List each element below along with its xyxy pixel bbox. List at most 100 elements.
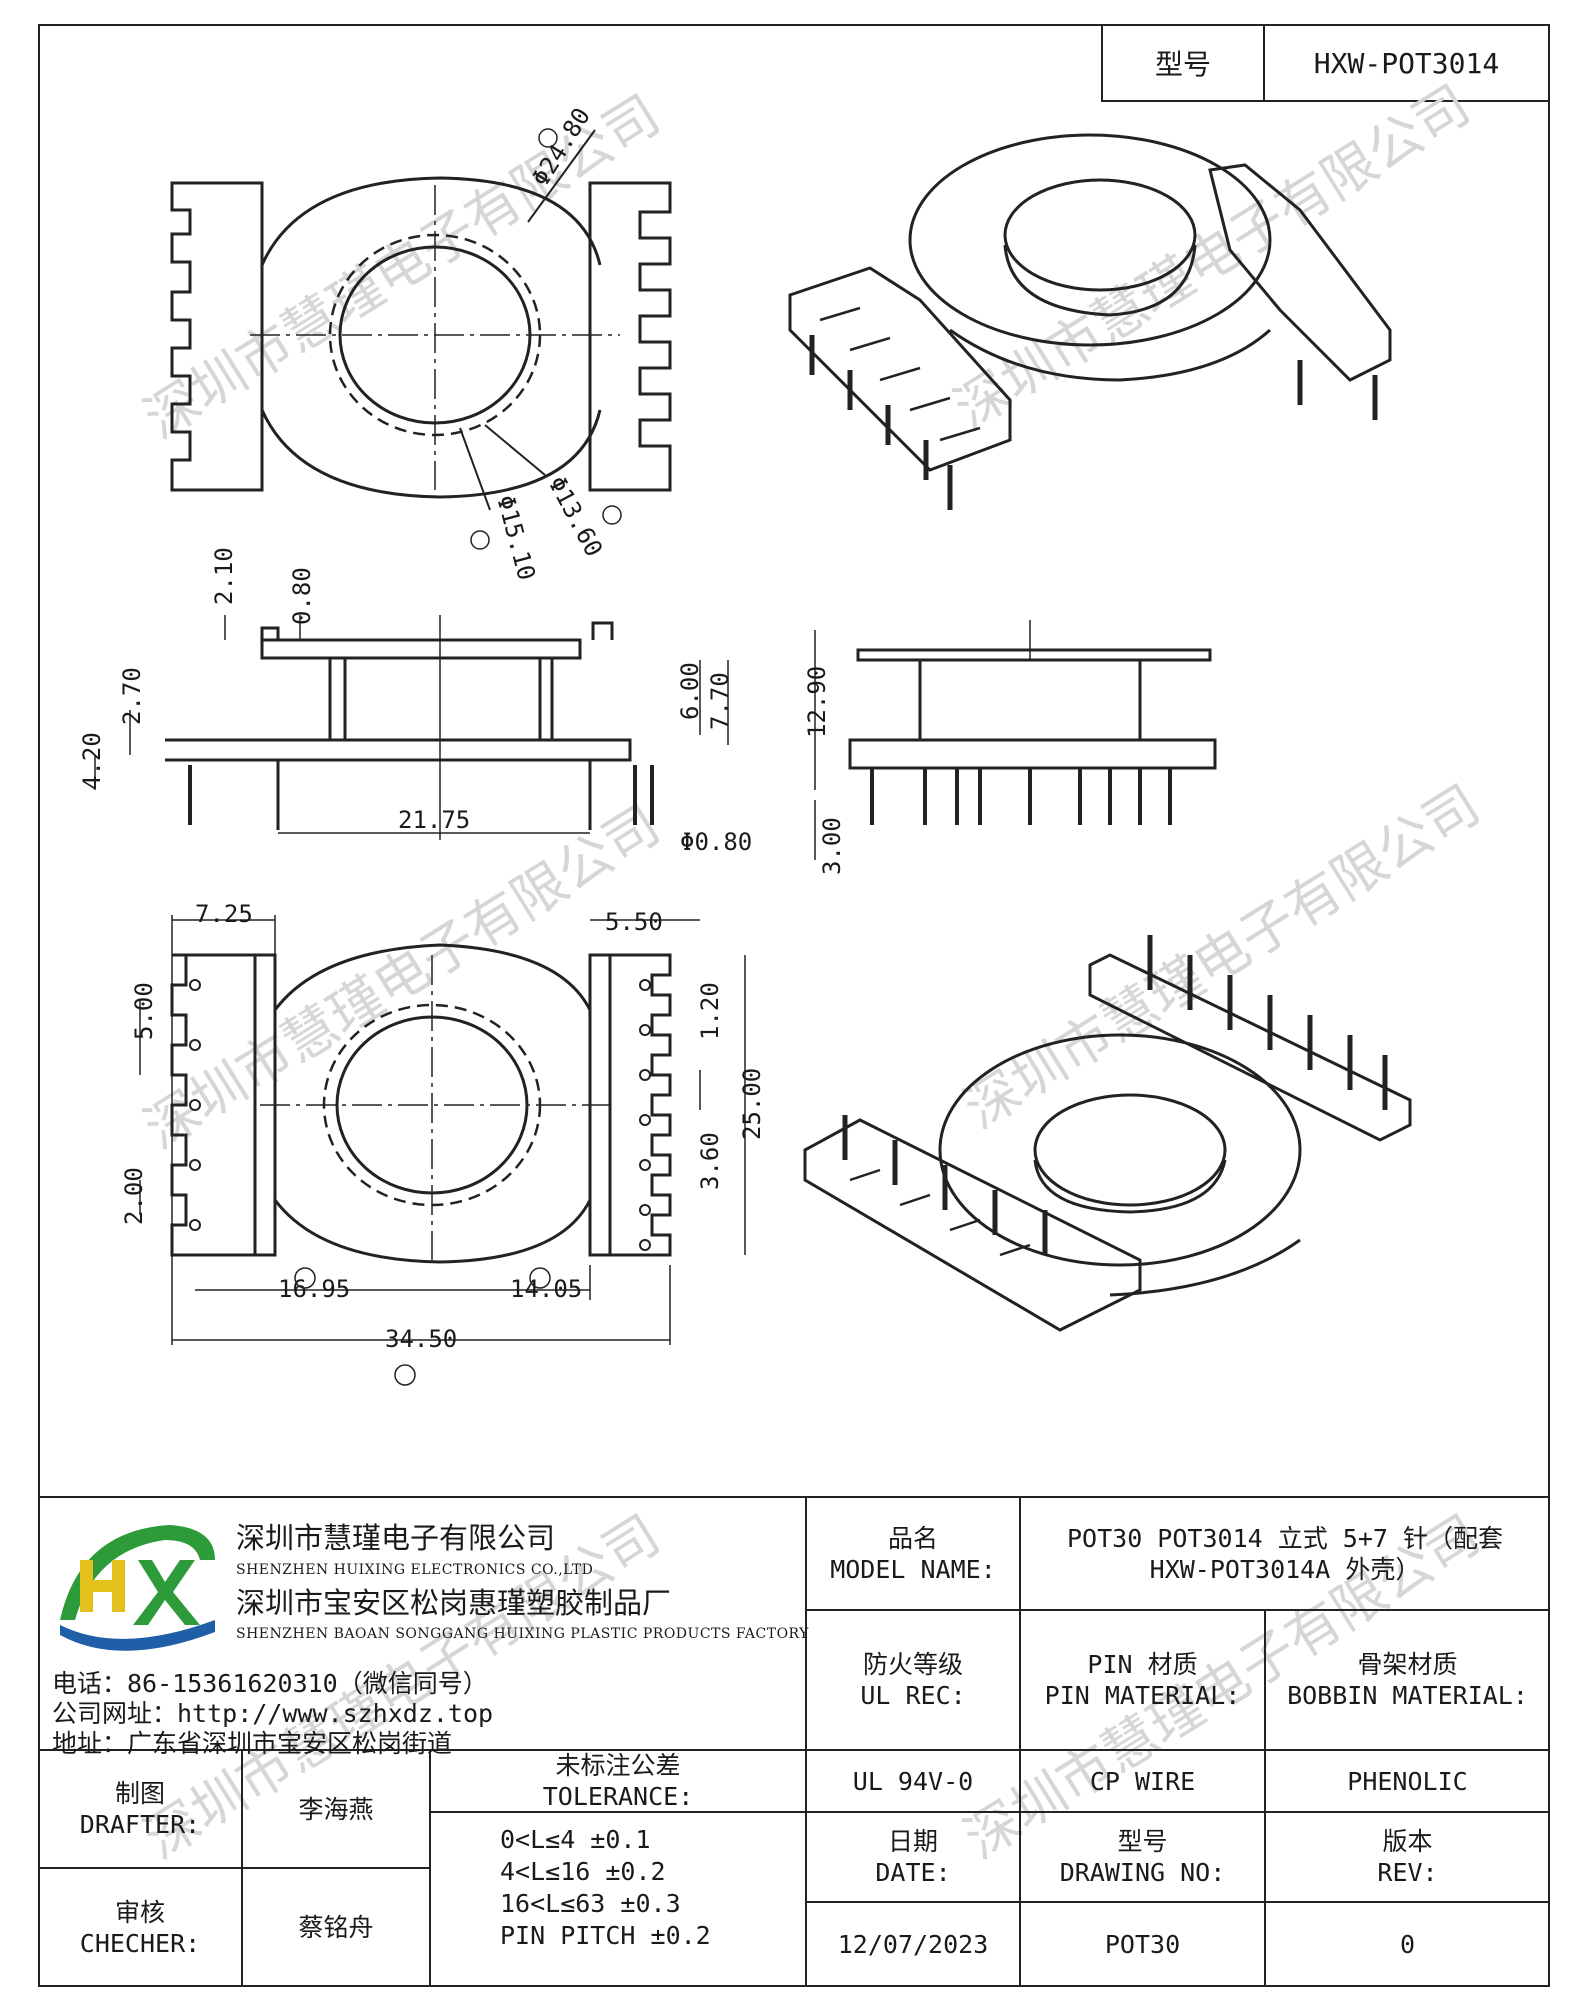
model-label: 型号 xyxy=(1103,26,1265,100)
iso2-lower-flange xyxy=(1109,1238,1301,1297)
bottom-flange xyxy=(273,943,592,1264)
pin-label-en: PIN MATERIAL: xyxy=(1044,1681,1241,1710)
dim-front-b: 3.00 xyxy=(818,817,846,875)
bottom-right-comb xyxy=(588,953,672,1257)
dim-side-c: 2.70 xyxy=(118,667,146,725)
iso-right-pins xyxy=(1297,360,1378,420)
model-name-value: POT30 POT3014 立式 5+7 针（配套 HXW-POT3014A 外… xyxy=(1020,1497,1550,1610)
drawing-sheet-border xyxy=(38,24,1550,1987)
side-pins xyxy=(188,765,654,825)
watermark: 深圳市慧瑾电子有限公司 xyxy=(954,773,1491,1141)
side-tab-right xyxy=(591,621,614,640)
dim-bottom-j: 34.50 xyxy=(385,1325,457,1353)
dim-bottom-a: 7.25 xyxy=(195,900,253,928)
side-view: 2.10 0.80 2.70 4.20 6.00 7.70 21.75 Φ0.8… xyxy=(78,547,752,856)
dim-bottom-b: 5.50 xyxy=(605,908,663,936)
ref-marker xyxy=(470,530,490,550)
drafter-name: 李海燕 xyxy=(298,1794,374,1824)
dim-bottom-i: 14.05 xyxy=(510,1275,582,1303)
iso2-front-slots xyxy=(849,1168,1031,1257)
front-top xyxy=(856,648,1212,662)
ref-marker xyxy=(294,1267,316,1289)
iso2-bore xyxy=(1033,1093,1227,1207)
ul-label-en: UL REC: xyxy=(860,1681,966,1710)
iso2-back-comb xyxy=(1088,953,1412,1142)
drafter-label: 制图 DRAFTER: xyxy=(38,1750,242,1868)
side-base xyxy=(276,758,592,830)
rev-label-en: REV: xyxy=(1377,1858,1438,1887)
date-label-en: DATE: xyxy=(875,1858,951,1887)
bottom-dims xyxy=(139,915,746,1345)
drafter-label-en: DRAFTER: xyxy=(79,1810,201,1839)
checker-label: 审核 CHECHER: xyxy=(38,1868,242,1987)
company-name-cn: 深圳市慧瑾电子有限公司 xyxy=(236,1521,556,1555)
left-comb xyxy=(170,181,264,492)
iso2-back-pins xyxy=(1147,935,1388,1110)
front-dims xyxy=(814,620,1031,860)
date-value: 12/07/2023 xyxy=(837,1930,989,1959)
rev-label: 版本 REV: xyxy=(1265,1812,1550,1902)
model-name-line1: POT30 POT3014 立式 5+7 针（配套 xyxy=(1067,1523,1503,1553)
drawing-no-value: POT30 xyxy=(1104,1930,1181,1959)
bobbin-label-en: BOBBIN MATERIAL: xyxy=(1287,1681,1528,1710)
front-base xyxy=(848,738,1217,770)
bottom-pin-dots xyxy=(189,979,651,1251)
drawing-no-label-en: DRAWING NO: xyxy=(1059,1858,1226,1887)
side-flange-bottom xyxy=(165,738,632,762)
iso2-flange xyxy=(938,1033,1302,1267)
company-name-en: SHENZHEN HUIXING ELECTRONICS CO.,LTD xyxy=(236,1562,594,1578)
iso-left-slots xyxy=(819,306,981,442)
iso2-front-comb xyxy=(803,1118,1142,1332)
ul-value: UL 94V-0 xyxy=(852,1766,974,1796)
ul-label-cn: 防火等级 xyxy=(862,1650,963,1679)
dim-bottom-f: 3.60 xyxy=(696,1132,724,1190)
side-dims xyxy=(94,615,729,840)
leader-lines xyxy=(459,129,596,511)
tolerance-line: 4<L≤16 ±0.2 xyxy=(500,1857,666,1886)
dim-side-g: 21.75 xyxy=(398,806,470,834)
iso-view-bottom xyxy=(803,935,1412,1332)
bottom-view: 7.25 5.50 5.00 1.20 25.00 3.60 2.00 16.9… xyxy=(120,900,766,1386)
center-lines xyxy=(250,185,620,490)
pin-value: CP WIRE xyxy=(1089,1766,1196,1796)
dim-side-e: 6.00 xyxy=(676,662,704,720)
dim-d3: Φ15.10 xyxy=(491,492,540,583)
dim-side-b: 0.80 xyxy=(288,567,316,625)
dim-bottom-h: 16.95 xyxy=(278,1275,350,1303)
drawing-no-label-cn: 型号 xyxy=(1117,1827,1168,1856)
iso-lower-flange xyxy=(949,328,1272,382)
checker-label-en: CHECHER: xyxy=(79,1928,201,1958)
front-view: 12.90 3.00 xyxy=(803,620,1217,875)
iso-bore-inner xyxy=(1003,244,1197,317)
iso-flange xyxy=(908,133,1272,347)
iso2-front-pins xyxy=(842,1115,1048,1255)
watermark: 深圳市慧瑾电子有限公司 xyxy=(944,73,1481,441)
dim-side-a: 2.10 xyxy=(210,547,238,605)
iso2-bore-depth xyxy=(1033,1159,1227,1214)
tolerance-line: PIN PITCH ±0.2 xyxy=(500,1921,711,1950)
factory-name-cn: 深圳市宝安区松岗惠瑾塑胶制品厂 xyxy=(236,1586,672,1620)
model-name-line2: HXW-POT3014A 外壳） xyxy=(1149,1554,1421,1584)
company-logo xyxy=(60,1525,215,1651)
rev-value: 0 xyxy=(1399,1930,1416,1959)
dim-front-a: 12.90 xyxy=(803,666,831,738)
tolerance-line: 16<L≤63 ±0.3 xyxy=(500,1889,681,1918)
dim-d2: Φ13.60 xyxy=(543,472,608,562)
model-name-label-en: MODEL NAME: xyxy=(830,1554,996,1584)
dim-bottom-g: 2.00 xyxy=(120,1167,148,1225)
dim-side-d: 4.20 xyxy=(78,732,106,790)
model-box: 型号 HXW-POT3014 xyxy=(1101,24,1550,102)
model-name-label-cn: 品名 xyxy=(887,1523,938,1553)
checker-label-cn: 审核 xyxy=(114,1897,165,1927)
pin-label-cn: PIN 材质 xyxy=(1087,1650,1198,1679)
front-pins xyxy=(870,768,1172,825)
dim-side-h: Φ0.80 xyxy=(680,828,752,856)
side-flange-top xyxy=(260,638,582,660)
date-label-cn: 日期 xyxy=(887,1827,938,1856)
flange-outline xyxy=(260,176,602,499)
tolerance-line: 0<L≤4 ±0.1 xyxy=(500,1825,651,1854)
drafter-label-cn: 制图 xyxy=(114,1779,165,1808)
iso-view-top xyxy=(788,133,1392,510)
title-block-grid xyxy=(38,1496,1550,1987)
